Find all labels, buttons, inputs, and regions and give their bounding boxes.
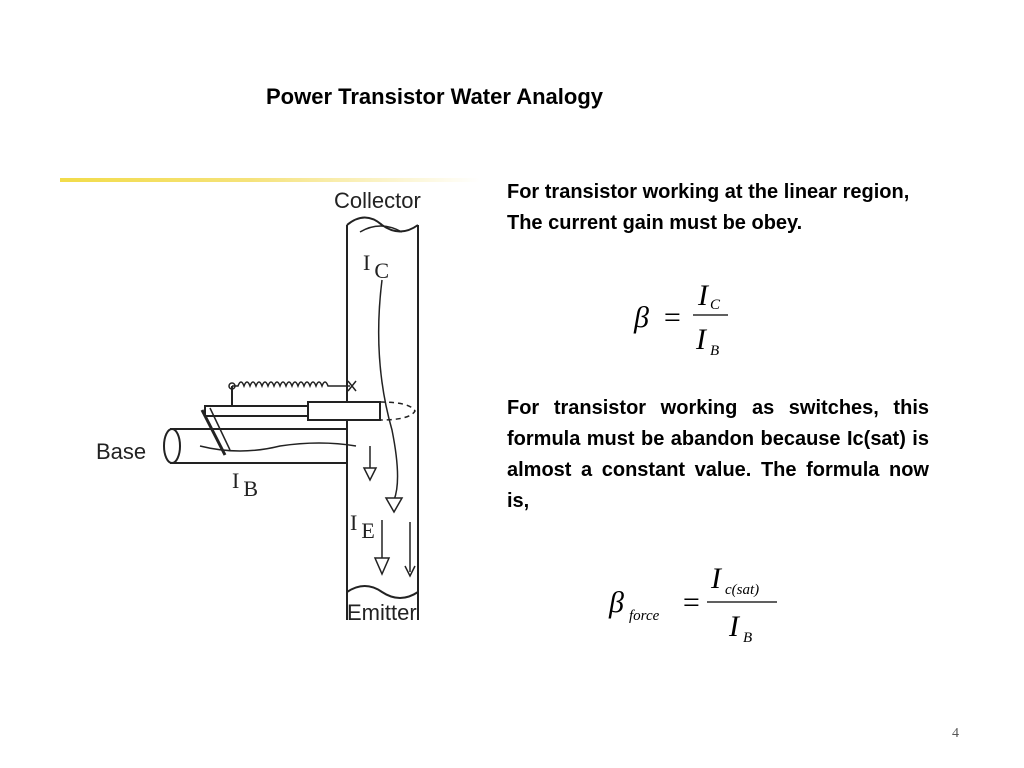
forced-gain-formula: β force = I c(sat) I B: [608, 562, 777, 646]
equals-sign-2: =: [681, 586, 701, 619]
equals-sign: =: [662, 301, 682, 334]
emitter-flow-arrowhead: [373, 557, 391, 576]
valve-gate-dashed: [379, 401, 416, 421]
collector-flow-line: [377, 279, 399, 501]
base-flow-arrowhead: [362, 467, 378, 482]
denominator-i: I: [695, 323, 708, 356]
valve-gate: [307, 401, 381, 421]
emitter-label: Emitter: [347, 600, 417, 625]
lever-arm: [200, 409, 227, 456]
accent-line: [60, 178, 480, 182]
page-number: 4: [952, 726, 959, 741]
beta-force-symbol: β: [608, 586, 624, 619]
current-gain-formula: β = I C I B: [633, 279, 728, 359]
pipe-top-opening: [346, 216, 419, 233]
linear-region-paragraph: For transistor working at the linear reg…: [507, 181, 910, 234]
collector-flow-arrowhead: [384, 497, 404, 514]
switch-region-paragraph: For transistor working as switches, this…: [507, 397, 929, 512]
valve-plate: [204, 405, 309, 417]
beta-symbol: β: [633, 301, 649, 334]
ie-arrowhead: [404, 565, 416, 578]
denominator-sub: B: [710, 343, 719, 359]
pipe-bottom-opening: [346, 585, 419, 599]
denominator-sub-2: B: [743, 630, 752, 646]
lever-arm-2: [209, 407, 231, 451]
base-pipe-opening: [163, 428, 181, 464]
spring-anchor: [347, 380, 357, 392]
denominator-i-2: I: [728, 610, 741, 643]
base-flow-line: [199, 442, 357, 452]
numerator-sub-2: c(sat): [725, 582, 759, 598]
numerator-i-2: I: [710, 562, 723, 595]
spring: [232, 381, 350, 389]
base-label: Base: [96, 439, 146, 464]
numerator-i: I: [697, 279, 710, 312]
collector-label: Collector: [334, 188, 421, 213]
slide-title: Power Transistor Water Analogy: [266, 84, 604, 109]
pipe-top-opening-inner: [359, 225, 403, 233]
numerator-sub: C: [710, 297, 721, 313]
beta-force-sub: force: [629, 608, 660, 624]
